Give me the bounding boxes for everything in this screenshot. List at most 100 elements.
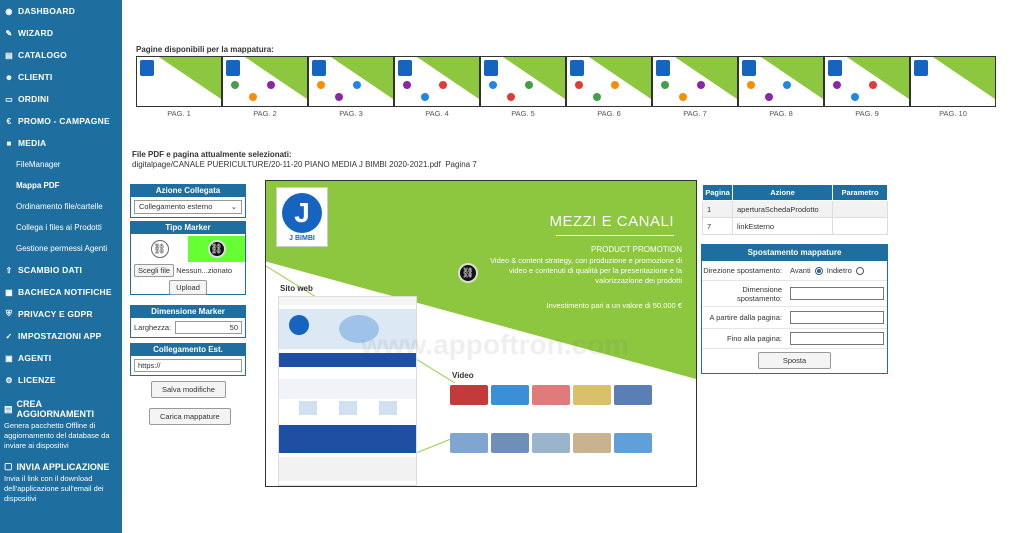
page-thumbnail[interactable]: PAG. 1 xyxy=(136,56,222,118)
nav-promo-campagne[interactable]: € PROMO - CAMPAGNE xyxy=(0,110,122,132)
page-preview[interactable]: J J BIMBI MEZZI E CANALI PRODUCT PROMOTI… xyxy=(265,180,697,487)
nav-dashboard[interactable]: ◉ DASHBOARD xyxy=(0,0,122,22)
dimensione-header: Dimensione Marker xyxy=(131,306,245,318)
nav-agenti[interactable]: ▣AGENTI xyxy=(0,347,122,369)
preview-title: MEZZI E CANALI xyxy=(549,213,674,230)
nav-impostazioni-app[interactable]: ✓IMPOSTAZIONI APP xyxy=(0,325,122,347)
upload-button[interactable]: Upload xyxy=(169,280,207,295)
invia-desc: Invia il link con il download dell'appli… xyxy=(4,474,104,503)
media-sub-item[interactable]: FileManager xyxy=(16,160,61,169)
page-label: PAG. 4 xyxy=(425,109,449,118)
page-thumbnail[interactable]: PAG. 10 xyxy=(910,56,996,118)
page-label: PAG. 1 xyxy=(167,109,191,118)
file-info: File PDF e pagina attualmente selezionat… xyxy=(132,150,477,170)
save-button[interactable]: Salva modifiche xyxy=(151,381,226,398)
media-sub-item[interactable]: Ordinamento file/cartelle xyxy=(16,202,103,211)
cell-azione: linkEsterno xyxy=(732,217,833,235)
nav-clienti[interactable]: ☻CLIENTI xyxy=(0,66,122,88)
azione-header: Azione Collegata xyxy=(131,185,245,197)
nav-wizard[interactable]: ✎WIZARD xyxy=(0,22,122,44)
marker-option-dark[interactable]: ⛓ xyxy=(188,236,245,262)
preview-subtitle: PRODUCT PROMOTION xyxy=(591,245,682,254)
preview-description: Video & content strategy, con produzione… xyxy=(490,256,682,285)
page-label: PAG. 7 xyxy=(683,109,707,118)
choose-file-button[interactable]: Scegli file xyxy=(134,264,175,277)
shield-icon: ⛨ xyxy=(5,309,13,318)
sposta-button[interactable]: Sposta xyxy=(757,352,832,369)
page-thumbnail[interactable]: PAG. 6 xyxy=(566,56,652,118)
media-sub-item[interactable]: Mappa PDF xyxy=(16,181,60,190)
load-mappings-button[interactable]: Carica mappature xyxy=(149,408,231,425)
nav-bacheca-notifiche[interactable]: ▦ BACHECA NOTIFICHE xyxy=(0,281,122,303)
marker-panel: Tipo Marker ⛓ ⛓ Scegli file Nessun...zio… xyxy=(130,221,246,295)
gear-icon: ⚙ xyxy=(5,375,13,385)
thumbnail-image xyxy=(222,56,308,107)
dimensione-spostamento-input[interactable] xyxy=(790,287,884,300)
brand-logo: J J BIMBI xyxy=(276,187,328,247)
file-path: digitalpage/CANALE PUERICULTURE/20-11-20… xyxy=(132,160,441,169)
nav-scambio-dati[interactable]: ⇧SCAMBIO DATI xyxy=(0,259,122,281)
nav-ordini[interactable]: ▭ORDINI xyxy=(0,88,122,110)
thumbnail-image xyxy=(910,56,996,107)
main-content: Pagine disponibili per la mappatura: PAG… xyxy=(122,0,1024,533)
dimensione-panel: Dimensione Marker Larghezza: 50 xyxy=(130,305,246,338)
nav-label: DASHBOARD xyxy=(18,6,76,16)
link-icon: ⛓ xyxy=(207,240,226,258)
refresh-icon: ▤ xyxy=(4,403,13,414)
avanti-label: Avanti xyxy=(790,266,811,275)
marker-option-light[interactable]: ⛓ xyxy=(131,236,188,262)
media-sub-item[interactable]: Collega i files ai Prodotti xyxy=(16,223,102,232)
video-icon: ■ xyxy=(6,138,12,148)
nav-label: PROMO - CAMPAGNE xyxy=(18,116,110,126)
larghezza-input[interactable]: 50 xyxy=(175,321,242,334)
page-thumbnail[interactable]: PAG. 3 xyxy=(308,56,394,118)
url-input[interactable]: https:// xyxy=(134,359,242,372)
placed-marker[interactable]: ⛓ xyxy=(458,263,478,283)
link-icon: ⛓ xyxy=(150,240,169,258)
avanti-radio[interactable] xyxy=(814,266,823,275)
nav-label: MEDIA xyxy=(18,138,47,148)
page-thumbnail[interactable]: PAG. 2 xyxy=(222,56,308,118)
column-header: Pagina xyxy=(702,184,733,201)
crea-aggiornamenti[interactable]: ▤CREA AGGIORNAMENTI Genera pacchetto Off… xyxy=(0,395,122,457)
nav-catalogo[interactable]: ▤CATALOGO xyxy=(0,44,122,66)
fino-input[interactable] xyxy=(790,332,884,345)
larghezza-label: Larghezza: xyxy=(134,323,172,332)
nav-privacy-e-gdpr[interactable]: ⛨PRIVACY E GDPR xyxy=(0,303,122,325)
nav-licenze[interactable]: ⚙LICENZE xyxy=(0,369,122,391)
wrench-icon: ✓ xyxy=(5,331,13,341)
thumbnail-image xyxy=(136,56,222,107)
page-label: PAG. 8 xyxy=(769,109,793,118)
cell-parametro xyxy=(832,217,888,235)
euro-icon: € xyxy=(6,116,12,126)
page-thumbnail[interactable]: PAG. 5 xyxy=(480,56,566,118)
pages-title: Pagine disponibili per la mappatura: xyxy=(136,45,274,54)
nav-label: AGENTI xyxy=(18,353,52,363)
nav-media[interactable]: ■ MEDIA xyxy=(0,132,122,154)
cell-parametro xyxy=(832,200,888,218)
page-label: PAG. 5 xyxy=(511,109,535,118)
nav-label: BACHECA NOTIFICHE xyxy=(18,287,112,297)
page-thumbnail[interactable]: PAG. 9 xyxy=(824,56,910,118)
cell-pagina: 7 xyxy=(702,217,733,235)
page-thumbnail[interactable]: PAG. 7 xyxy=(652,56,738,118)
page-thumbnail[interactable]: PAG. 8 xyxy=(738,56,824,118)
chevron-down-icon: ⌄ xyxy=(230,202,237,211)
media-sub-item[interactable]: Gestione permessi Agenti xyxy=(16,244,108,253)
column-header: Azione xyxy=(732,184,833,201)
page-label: PAG. 10 xyxy=(939,109,967,118)
page-thumbnail[interactable]: PAG. 4 xyxy=(394,56,480,118)
indietro-radio[interactable] xyxy=(855,266,864,275)
azione-select[interactable]: Collegamento esterno⌄ xyxy=(134,200,242,214)
invia-applicazione[interactable]: ▢INVIA APPLICAZIONE Invia il link con il… xyxy=(0,457,122,510)
invia-title: INVIA APPLICAZIONE xyxy=(16,461,110,472)
fino-label: Fino alla pagina: xyxy=(726,334,782,343)
partire-input[interactable] xyxy=(790,311,884,324)
crea-desc: Genera pacchetto Offline di aggiornament… xyxy=(4,421,110,450)
video-label: Video xyxy=(452,371,474,380)
board-icon: ▦ xyxy=(5,287,13,297)
dashboard-icon: ◉ xyxy=(5,6,13,16)
